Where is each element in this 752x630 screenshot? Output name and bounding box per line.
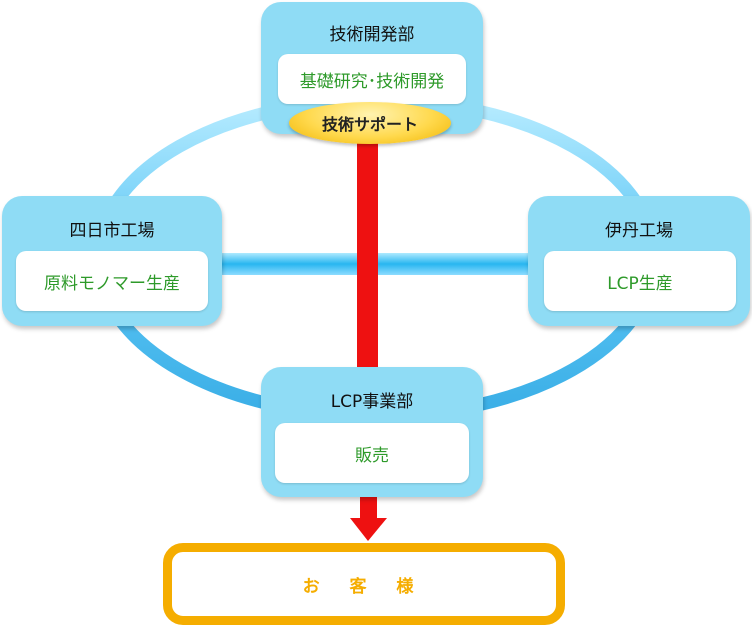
itami-plant-content: LCP生産 <box>544 251 736 311</box>
delivery-arrow-shaft <box>360 492 377 520</box>
yokkaichi-plant-node: 四日市工場 原料モノマー生産 <box>2 196 222 326</box>
tech-support-badge: 技術サポート <box>289 102 451 144</box>
rd-department-title: 技術開発部 <box>329 25 415 45</box>
customer-node: お 客 様 <box>163 543 565 625</box>
lcp-division-node: LCP事業部 販売 <box>261 367 483 497</box>
itami-plant-title: 伊丹工場 <box>605 221 673 241</box>
itami-plant-node: 伊丹工場 LCP生産 <box>528 196 750 326</box>
support-arrow-shaft <box>357 140 378 385</box>
yokkaichi-plant-title: 四日市工場 <box>69 221 155 241</box>
delivery-arrowhead <box>350 518 387 541</box>
lcp-division-title: LCP事業部 <box>330 392 414 412</box>
yokkaichi-plant-content: 原料モノマー生産 <box>16 251 208 311</box>
rd-department-content: 基礎研究･技術開発 <box>278 54 466 104</box>
lcp-division-content: 販売 <box>275 423 469 483</box>
rd-department-node: 技術開発部 基礎研究･技術開発 <box>261 2 483 134</box>
